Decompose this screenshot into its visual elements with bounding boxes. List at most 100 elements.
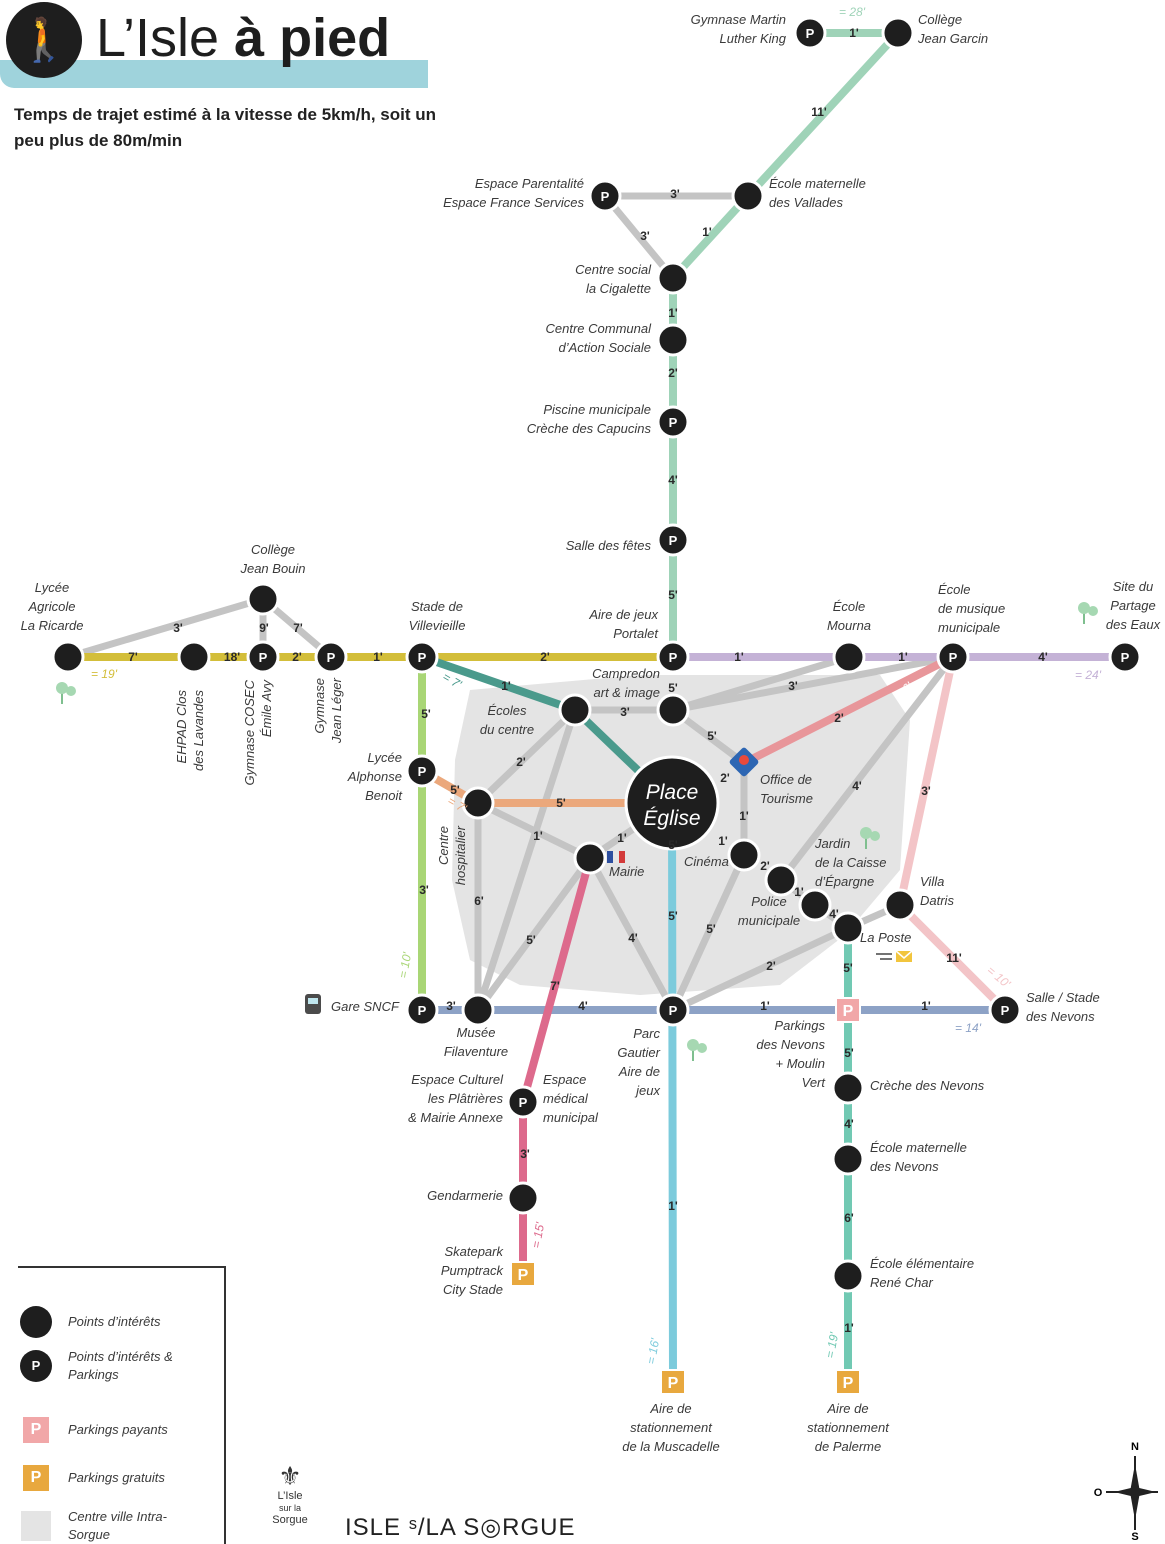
tourism-office-icon [739, 755, 749, 765]
place-label: Gendarmerie [427, 1188, 503, 1203]
grey-path [474, 706, 579, 1014]
tree-icon [687, 1039, 699, 1051]
poi-dot [831, 1071, 865, 1105]
mail-icon [895, 950, 913, 959]
travel-time: 18' [224, 650, 240, 664]
town-wordmark: ISLE ˢ/LA S◎RGUE [345, 1514, 576, 1541]
parking-letter: P [418, 650, 427, 665]
place-label: Aire de [649, 1401, 691, 1416]
parking-letter: P [949, 650, 958, 665]
travel-time: 1' [718, 834, 728, 848]
pedestrian-icon: 🚶 [6, 2, 82, 78]
travel-time: 2' [834, 711, 844, 725]
poi-dot [573, 841, 607, 875]
place-label: Site du [1113, 579, 1153, 594]
travel-time: 5' [668, 909, 678, 923]
tree-icon [66, 686, 76, 696]
place-label: Campredon [592, 666, 660, 681]
place-label: les Plâtrières [428, 1091, 504, 1106]
poi-dot [656, 261, 690, 295]
travel-time: 3' [921, 784, 931, 798]
place-label: École maternelle [870, 1140, 967, 1155]
travel-time: 11' [946, 951, 962, 965]
rose-route [740, 653, 957, 767]
travel-time: 4' [852, 779, 862, 793]
poi-dot [656, 323, 690, 357]
place-label: Gymnase COSEC [242, 679, 257, 785]
tree-icon [697, 1043, 707, 1053]
free-parking-marker [510, 1261, 536, 1287]
travel-time: 11' [811, 105, 827, 119]
place-label: Datris [920, 893, 954, 908]
total-time: = 10' [396, 951, 414, 980]
place-label: des Nevons [756, 1037, 825, 1052]
parking-letter: P [518, 1267, 529, 1284]
place-label: Jean Bouin [239, 561, 305, 576]
place-label: Aire de [618, 1064, 660, 1079]
poi-dot [764, 863, 798, 897]
poi-dot [832, 640, 866, 674]
poi-dot [881, 16, 915, 50]
place-label: École élémentaire [870, 1256, 974, 1271]
poi-dot [798, 888, 832, 922]
travel-time: 3' [788, 679, 798, 693]
place-label: Gautier [617, 1045, 660, 1060]
place-label: Parkings [774, 1018, 825, 1033]
free-parking-marker [660, 1369, 686, 1395]
pink-route [896, 653, 957, 909]
place-label: Gare SNCF [331, 999, 400, 1014]
place-label: de la Caisse [815, 855, 887, 870]
travel-time: 5' [844, 1046, 854, 1060]
travel-time: 5' [526, 933, 536, 947]
place-label: Parc [633, 1026, 660, 1041]
travel-time: 1' [617, 831, 627, 845]
grey-path [474, 706, 579, 807]
crest-sub: sur la [278, 1503, 301, 1513]
tree-icon [56, 682, 68, 694]
place-label: Jean Léger [329, 677, 344, 744]
travel-time: 1' [533, 829, 543, 843]
parking-letter: P [418, 1003, 427, 1018]
travel-time: 1' [921, 999, 931, 1013]
place-label: Cinéma [684, 854, 729, 869]
place-label: Centre Communal [546, 321, 653, 336]
travel-time: 1' [898, 650, 908, 664]
place-label: Musée [456, 1025, 495, 1040]
place-label: Villevieille [409, 618, 466, 633]
parking-letter: P [843, 1003, 854, 1020]
town-hall-flag-icon [619, 851, 625, 863]
place-label: la Cigalette [586, 281, 651, 296]
travel-time: 4' [829, 907, 839, 921]
poi-dot [177, 640, 211, 674]
place-label: Collège [251, 542, 295, 557]
tree-icon [860, 827, 872, 839]
poi-dot [883, 888, 917, 922]
poi-parking-dot [506, 1085, 540, 1119]
poi-parking-dot [405, 640, 439, 674]
travel-time: 1' [373, 650, 383, 664]
legend-label: Centre ville Intra-Sorgue [68, 1509, 167, 1542]
grey-path [586, 854, 677, 1014]
place-label: Villa [920, 874, 944, 889]
travel-time: 1' [844, 1321, 854, 1335]
travel-time: 1' [668, 306, 678, 320]
grey-path [601, 192, 677, 282]
parking-letter: P [1001, 1003, 1010, 1018]
poi-parking-dot [656, 640, 690, 674]
place-label: d’Action Sociale [559, 340, 652, 355]
place-label: Office de [760, 772, 812, 787]
total-time: = 14' [955, 1021, 982, 1035]
parking-letter: P [806, 26, 815, 41]
travel-time: 5' [668, 588, 678, 602]
place-label: Gymnase [312, 678, 327, 734]
place-label: Espace Culturel [411, 1072, 504, 1087]
place-label: La Poste [860, 930, 911, 945]
legend-item-poi: Points d’intérêts [20, 1306, 198, 1338]
place-label: École [833, 599, 866, 614]
place-label: médical [543, 1091, 589, 1106]
legend-label: Parkings payants [68, 1422, 168, 1437]
travel-time: 4' [578, 999, 588, 1013]
